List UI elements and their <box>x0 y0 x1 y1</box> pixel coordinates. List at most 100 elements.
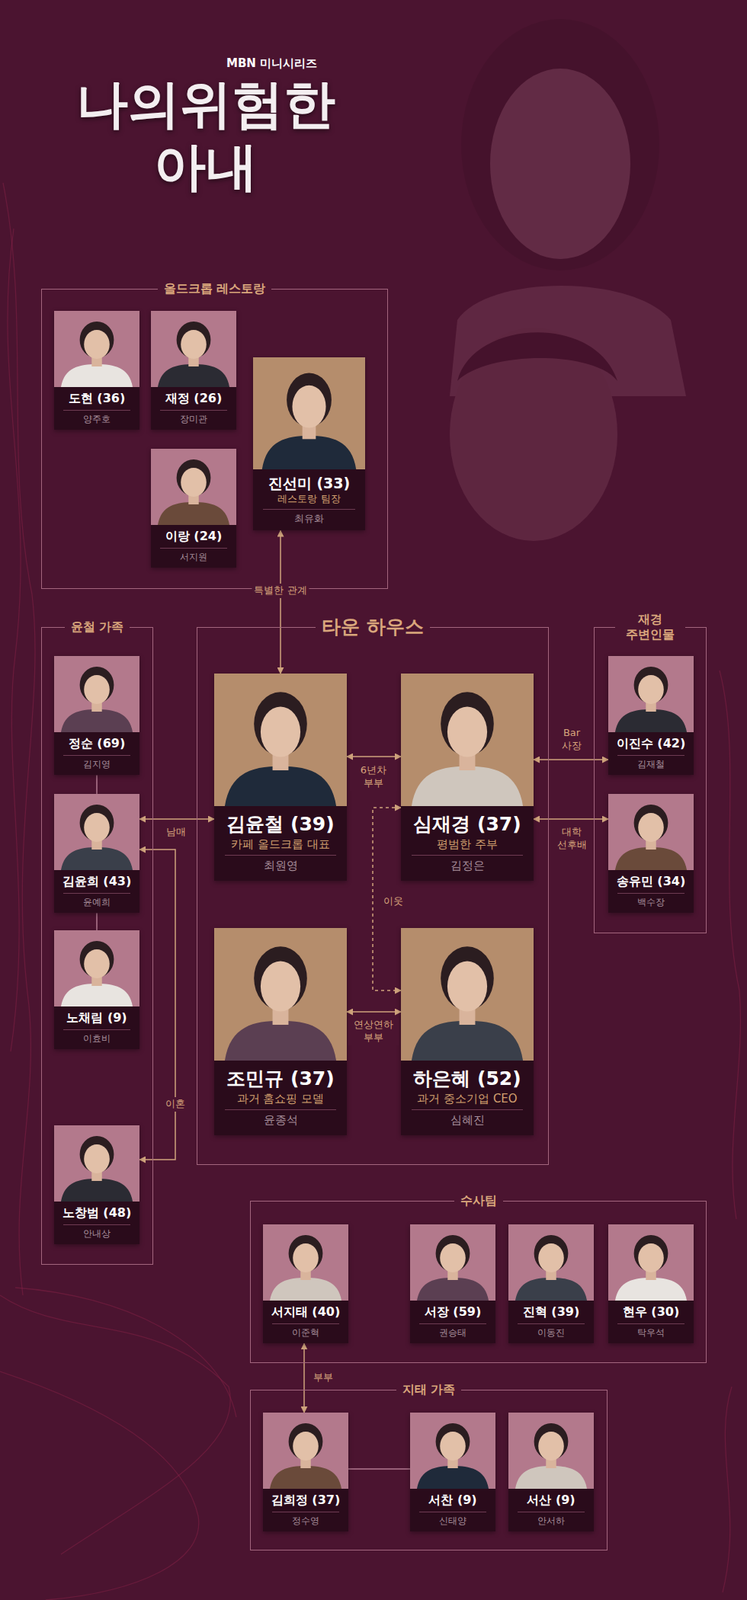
character-card: 서지태 (40)이준혁 <box>262 1224 349 1344</box>
separator-line <box>272 1512 340 1514</box>
character-card: 서산 (9)안서하 <box>508 1413 594 1533</box>
relationship-connector <box>139 818 215 821</box>
group-heading-holder: 올드크롭 레스토랑 <box>41 281 388 297</box>
face-shape <box>260 707 301 758</box>
character-card: 조민규 (37)과거 홈쇼핑 모델윤종석 <box>214 928 347 1136</box>
face-shape <box>637 1243 664 1273</box>
shoulder-shape <box>262 436 356 470</box>
card-panel: 김윤철 (39)카페 올드크롭 대표최원영 <box>214 806 347 882</box>
face-shape <box>260 961 301 1013</box>
swirl-line <box>0 1372 199 1600</box>
portrait-illustration <box>54 310 140 388</box>
actor-name: 윤종석 <box>218 1113 343 1129</box>
photo-ground <box>150 448 237 526</box>
actor-name: 권승태 <box>413 1327 493 1341</box>
portrait-illustration <box>262 1224 349 1302</box>
group-heading-holder: 지태 가족 <box>250 1382 607 1398</box>
relationship-connector <box>346 1011 401 1014</box>
portrait-illustration <box>608 656 694 733</box>
group-heading: 재경 주변인물 <box>615 612 686 643</box>
face-shape <box>83 675 110 705</box>
actor-name: 서지원 <box>153 551 234 565</box>
face-shape <box>83 813 110 843</box>
hair-shape <box>634 804 669 842</box>
portrait-illustration <box>608 1224 694 1302</box>
swirl-line <box>719 670 741 1220</box>
separator-line <box>411 1109 523 1111</box>
card-panel: 이진수 (42)김재철 <box>608 732 694 776</box>
swirl-line <box>0 1295 231 1555</box>
character-role: 평범한 주부 <box>405 837 529 853</box>
character-name: 재정 (26) <box>153 391 234 408</box>
photo-ground <box>508 1413 594 1490</box>
swirl-line <box>3 182 36 1296</box>
character-card: 서찬 (9)신태양 <box>410 1413 496 1533</box>
relationship-connector <box>533 759 609 761</box>
actor-name: 장미관 <box>153 413 234 427</box>
portrait-illustration <box>54 656 140 733</box>
card-panel: 심재경 (37)평범한 주부김정은 <box>400 806 534 882</box>
relationship-label: 6년차 부부 <box>349 763 398 792</box>
actor-name: 백수장 <box>611 897 691 910</box>
actor-name: 김정은 <box>405 859 529 875</box>
character-card: 서장 (59) 권승태 <box>410 1224 496 1344</box>
shoulder-shape <box>416 1278 489 1302</box>
character-card: 심재경 (37)평범한 주부김정은 <box>400 673 534 882</box>
separator-line <box>617 1324 685 1325</box>
photo-ground <box>54 1125 140 1203</box>
portrait-illustration <box>508 1413 594 1490</box>
photo-ground <box>214 928 347 1062</box>
character-name: 서장 (59) <box>413 1304 493 1321</box>
face-shape <box>490 68 631 260</box>
card-panel: 노창범 (48)안내상 <box>54 1202 140 1245</box>
separator-line <box>411 855 523 857</box>
character-name: 김윤희 (43) <box>57 874 137 891</box>
group-heading: 수사팀 <box>454 1193 504 1209</box>
photo-ground <box>608 1224 694 1302</box>
shoulder-shape <box>157 364 230 388</box>
portrait-illustration <box>54 930 140 1007</box>
hair-shape <box>457 332 618 382</box>
group-region: 지태 가족김희정 (37)정수영서찬 (9)신태양서산 (9)안서하 <box>250 1390 608 1552</box>
portrait-illustration <box>410 1224 496 1302</box>
hair-shape <box>80 321 115 359</box>
photo-ground <box>608 656 694 733</box>
group-heading: 윤철 가족 <box>64 619 131 635</box>
actor-name: 최유화 <box>256 512 362 526</box>
portrait-illustration <box>262 1413 349 1490</box>
shoulder-shape <box>416 1466 489 1490</box>
portrait-illustration <box>214 673 347 807</box>
character-card: 하은혜 (52)과거 중소기업 CEO심혜진 <box>400 928 534 1136</box>
actor-name: 안내상 <box>57 1228 137 1241</box>
relationship-label: 특별한 관계 <box>251 583 309 599</box>
card-panel: 재정 (26) 장미관 <box>150 387 237 430</box>
actor-name: 탁우석 <box>611 1327 691 1341</box>
hair-shape <box>176 459 212 497</box>
separator-line <box>419 1512 487 1514</box>
group-region: 타운 하우스김윤철 (39)카페 올드크롭 대표최원영심재경 (37)평범한 주… <box>196 627 549 1166</box>
card-panel: 김윤희 (43)윤예희 <box>54 870 140 914</box>
edge-label-holder: 이혼 <box>163 1096 188 1113</box>
actor-name: 김재철 <box>611 759 691 772</box>
photo-ground <box>54 656 140 733</box>
shoulder-shape <box>615 709 687 733</box>
group-heading-holder: 수사팀 <box>250 1193 706 1209</box>
hair-shape <box>634 1235 669 1273</box>
face-shape <box>538 1432 565 1462</box>
actor-name: 이준혁 <box>266 1327 346 1341</box>
relationship-connector <box>96 913 98 931</box>
separator-line <box>272 1324 340 1325</box>
character-card: 송유민 (34)백수장 <box>608 794 694 914</box>
separator-line <box>517 1324 585 1325</box>
relationship-label: 부부 <box>310 1371 336 1386</box>
card-panel: 서지태 (40)이준혁 <box>262 1301 349 1344</box>
actor-name: 이효비 <box>57 1033 137 1046</box>
character-card: 김윤희 (43)윤예희 <box>54 794 140 914</box>
hair-shape <box>461 19 660 271</box>
face-shape <box>83 1144 110 1174</box>
photo-ground <box>150 310 237 388</box>
separator-line <box>63 410 131 411</box>
photo-ground <box>608 794 694 871</box>
actor-name: 최원영 <box>218 859 343 875</box>
